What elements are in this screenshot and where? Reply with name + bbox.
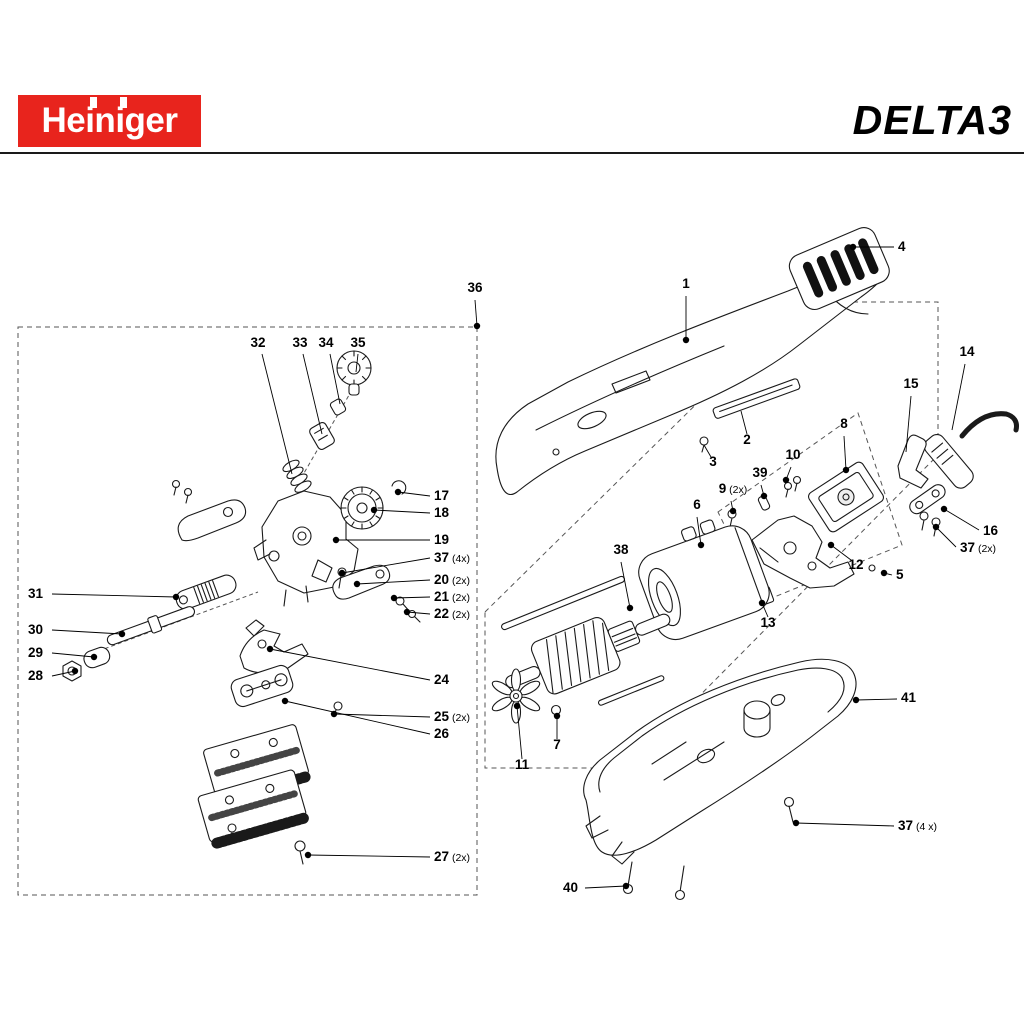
logo-i-mark xyxy=(90,97,97,108)
callout-19: 19 xyxy=(434,532,449,547)
callout-28: 28 xyxy=(28,668,44,683)
part-lever-screws-left xyxy=(171,479,193,504)
part-comb-plate-lower xyxy=(197,769,309,849)
part-sleeve-33 xyxy=(309,422,335,450)
callout-39: 39 xyxy=(752,465,767,480)
callout-15: 15 xyxy=(903,376,919,391)
callout-25: 25 (2x) xyxy=(434,709,470,724)
callout-27: 27 (2x) xyxy=(434,849,470,864)
part-tension-knob xyxy=(336,350,372,396)
callout-11: 11 xyxy=(515,757,530,772)
callout-16: 16 xyxy=(983,523,999,538)
part-fork-24 xyxy=(239,619,309,674)
part-cable-clamp xyxy=(909,484,946,515)
callout-24: 24 xyxy=(434,672,450,687)
part-gear-housing xyxy=(253,490,359,607)
part-screws-40 xyxy=(622,861,686,901)
part-lever-left xyxy=(177,499,247,542)
part-switch-plate xyxy=(808,461,884,533)
callout-2: 2 xyxy=(743,432,751,447)
callout-35: 35 xyxy=(350,335,366,350)
callout-37: 37 (4 x) xyxy=(898,818,937,833)
model-title: DELTA3 xyxy=(852,97,1012,143)
callout-33: 33 xyxy=(292,335,308,350)
part-screw-5 xyxy=(868,564,876,572)
brand-name: Heiniger xyxy=(41,101,178,140)
part-tension-rod xyxy=(501,575,665,706)
callout-8: 8 xyxy=(840,416,848,431)
callout-3: 3 xyxy=(709,454,717,469)
callout-1: 1 xyxy=(682,276,690,291)
callout-40: 40 xyxy=(563,880,578,895)
part-armature xyxy=(505,613,671,695)
callout-9: 9 (2x) xyxy=(719,481,748,496)
callout-41: 41 xyxy=(901,690,917,705)
part-switch-bracket xyxy=(751,515,855,589)
header-divider xyxy=(0,152,1024,154)
part-spring-32 xyxy=(282,459,312,493)
part-shaft-30 xyxy=(106,606,196,646)
callout-26: 26 xyxy=(434,726,450,741)
callout-31: 31 xyxy=(28,586,44,601)
callout-12: 12 xyxy=(848,557,863,572)
callout-14: 14 xyxy=(959,344,975,359)
callout-38: 38 xyxy=(613,542,629,557)
part-clip-17 xyxy=(391,480,407,495)
callout-37: 37 (4x) xyxy=(434,550,470,565)
callout-13: 13 xyxy=(760,615,776,630)
callout-10: 10 xyxy=(785,447,800,462)
part-coupling-31 xyxy=(175,574,237,610)
callout-30: 30 xyxy=(28,622,43,637)
part-gear xyxy=(340,486,384,530)
part-latch-spring xyxy=(712,378,801,419)
callout-22: 22 (2x) xyxy=(434,606,470,621)
callout-34: 34 xyxy=(318,335,334,350)
part-screw-37-bottom xyxy=(783,796,795,823)
part-screw-comb xyxy=(227,823,237,843)
part-stator xyxy=(638,519,770,641)
callout-36: 36 xyxy=(467,280,483,295)
callout-20: 20 (2x) xyxy=(434,572,470,587)
part-vent-cover xyxy=(788,227,890,311)
callout-21: 21 (2x) xyxy=(434,589,470,604)
part-lever-right xyxy=(332,564,391,600)
part-cable-assembly xyxy=(923,411,1019,489)
part-clamp-screws xyxy=(919,511,941,537)
part-fan xyxy=(491,668,541,724)
part-housing-bottom xyxy=(583,658,857,865)
callout-32: 32 xyxy=(250,335,265,350)
callout-17: 17 xyxy=(434,488,449,503)
callout-6: 6 xyxy=(693,497,701,512)
callout-7: 7 xyxy=(553,737,561,752)
part-switch-lever xyxy=(897,434,929,489)
part-sleeve-34 xyxy=(329,398,347,416)
callout-18: 18 xyxy=(434,505,450,520)
logo-i-mark xyxy=(120,97,127,108)
part-screws-10 xyxy=(783,475,802,498)
callout-29: 29 xyxy=(28,645,43,660)
part-screw-27 xyxy=(294,840,306,865)
callout-4: 4 xyxy=(898,239,906,254)
assembly-boundaries xyxy=(17,301,939,896)
brand-logo: Heiniger xyxy=(18,95,201,147)
callout-5: 5 xyxy=(896,567,904,582)
part-crank-26 xyxy=(230,664,294,708)
callout-37: 37 (2x) xyxy=(960,540,996,555)
